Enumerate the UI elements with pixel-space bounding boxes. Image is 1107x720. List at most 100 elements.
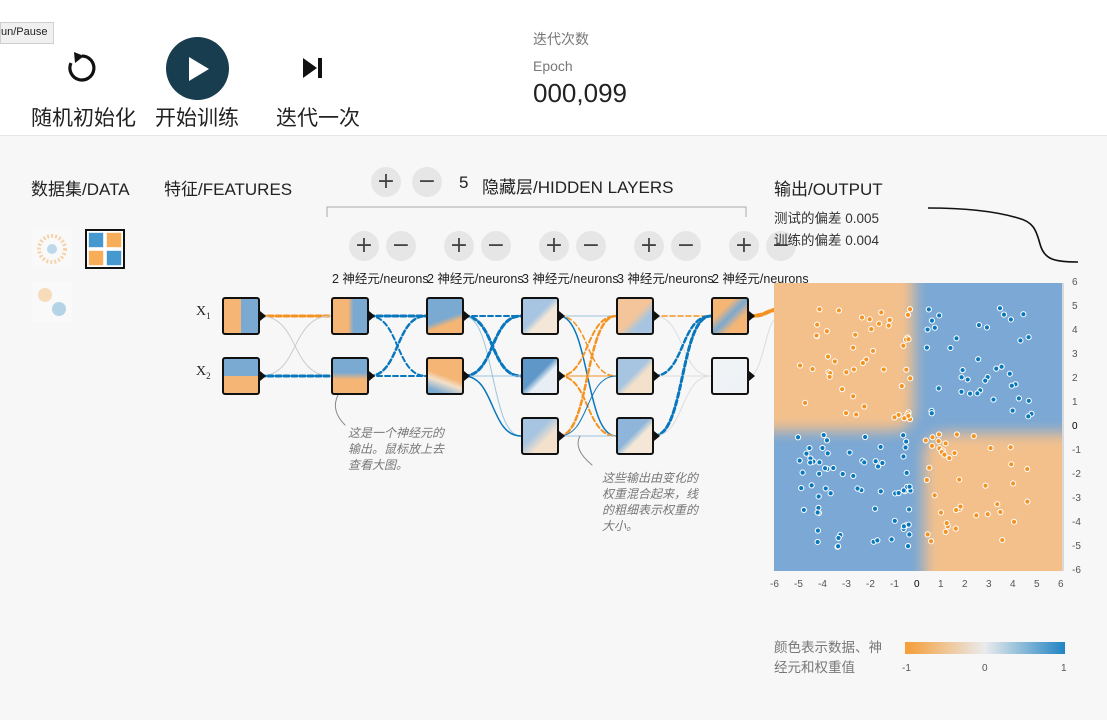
neuron-l3-1[interactable]: [521, 297, 559, 335]
layer-5-remove-button[interactable]: −: [766, 231, 796, 261]
epoch-label-cn: 迭代次数: [533, 31, 589, 47]
data-point: [900, 453, 907, 460]
node-handle: [749, 371, 755, 381]
data-point: [928, 317, 936, 324]
data-point: [861, 459, 868, 466]
data-point: [1008, 382, 1015, 389]
step-forward-icon[interactable]: [300, 55, 326, 81]
neuron-l2-2[interactable]: [426, 357, 464, 395]
layer-3-remove-button[interactable]: −: [576, 231, 606, 261]
data-point: [816, 459, 823, 466]
data-point: [858, 314, 866, 321]
data-point: [875, 320, 883, 327]
data-point: [924, 326, 931, 333]
neuron-l1-1[interactable]: [331, 297, 369, 335]
data-point: [904, 311, 912, 319]
data-point: [823, 437, 831, 444]
data-point: [807, 459, 814, 466]
layer-1-add-button[interactable]: +: [349, 231, 379, 261]
data-point: [823, 328, 830, 335]
data-point: [1024, 465, 1031, 473]
data-point: [869, 347, 877, 355]
data-point: [975, 322, 983, 329]
layer-1-neuron-count: 2 神经元/neurons: [332, 272, 429, 286]
layer-3-add-button[interactable]: +: [539, 231, 569, 261]
data-point: [866, 316, 873, 323]
neuron-l4-3[interactable]: [616, 417, 654, 455]
layer-1-remove-button[interactable]: −: [386, 231, 416, 261]
top-bar: un/Pause 随机初始化 开始训练 迭代一次 迭代次数 Epoch 000,…: [0, 0, 1107, 136]
data-point: [906, 483, 913, 490]
data-point: [952, 525, 959, 532]
dataset-xor[interactable]: [85, 229, 125, 269]
layer-2-neuron-count: 2 神经元/neurons: [427, 272, 524, 286]
neuron-l3-3[interactable]: [521, 417, 559, 455]
data-point: [959, 366, 966, 374]
layer-4-add-button[interactable]: +: [634, 231, 664, 261]
feature-x2-node[interactable]: [222, 357, 260, 395]
x-tick: -6: [770, 579, 779, 590]
neuron-l5-1[interactable]: [711, 297, 749, 335]
test-loss: 测试的偏差 0.005: [774, 211, 880, 226]
neuron-l2-1[interactable]: [426, 297, 464, 335]
data-point: [872, 458, 879, 465]
y-tick: 4: [1072, 325, 1078, 336]
output-heatmap[interactable]: [774, 283, 1062, 571]
neuron-l4-1[interactable]: [616, 297, 654, 335]
node-handle: [654, 311, 660, 321]
link: [653, 375, 712, 437]
layer-2-remove-button[interactable]: −: [481, 231, 511, 261]
neuron-l5-2[interactable]: [711, 357, 749, 395]
data-point: [902, 444, 909, 451]
data-point: [943, 520, 950, 527]
data-point: [880, 366, 887, 373]
hidden-layers-title: 隐藏层/HIDDEN LAYERS: [482, 178, 674, 197]
play-button[interactable]: [166, 37, 229, 100]
layer-5-add-button[interactable]: +: [729, 231, 759, 261]
data-point: [871, 505, 879, 512]
dataset-circle[interactable]: [32, 229, 72, 269]
data-point: [942, 440, 949, 447]
data-point: [987, 444, 994, 452]
link: [259, 315, 332, 377]
neuron-l1-2[interactable]: [331, 357, 369, 395]
node-handle: [260, 371, 266, 381]
x-tick: 6: [1058, 579, 1064, 590]
data-point: [958, 374, 965, 381]
link: [652, 314, 713, 438]
feature-x1-node[interactable]: [222, 297, 260, 335]
data-point: [861, 433, 869, 441]
x-tick: -5: [794, 579, 803, 590]
legend-text: 颜色表示数据、神经元和权重值: [774, 640, 882, 675]
node-handle: [369, 371, 375, 381]
neuron-l4-2[interactable]: [616, 357, 654, 395]
dataset-gaussian[interactable]: [32, 282, 72, 322]
layer-2-add-button[interactable]: +: [444, 231, 474, 261]
data-point: [835, 307, 842, 314]
data-point: [973, 512, 980, 519]
data-point: [905, 506, 913, 513]
data-point: [868, 326, 875, 333]
data-point: [835, 534, 842, 542]
reset-icon[interactable]: [64, 50, 100, 86]
add-layer-button[interactable]: +: [371, 167, 401, 197]
neuron-l3-2[interactable]: [521, 357, 559, 395]
data-point: [997, 508, 1004, 516]
data-point: [886, 316, 893, 324]
data-point: [927, 538, 935, 545]
data-point: [1025, 397, 1032, 404]
data-point: [850, 393, 857, 400]
data-point: [1017, 337, 1024, 344]
data-point: [1000, 311, 1008, 318]
color-legend-bar: [905, 642, 1065, 654]
data-point: [905, 412, 912, 419]
data-point: [1025, 413, 1032, 420]
data-point: [935, 431, 943, 438]
remove-layer-button[interactable]: −: [412, 167, 442, 197]
data-point: [806, 444, 813, 452]
layer-4-remove-button[interactable]: −: [671, 231, 701, 261]
data-point: [819, 444, 826, 452]
loss-curve: [928, 207, 1079, 263]
data-point: [842, 410, 850, 417]
reset-label: 随机初始化: [31, 106, 136, 130]
